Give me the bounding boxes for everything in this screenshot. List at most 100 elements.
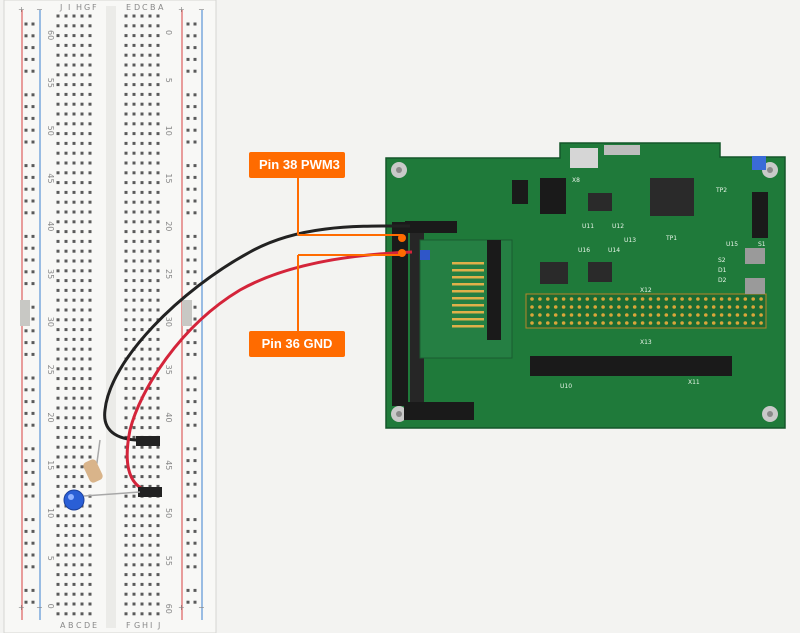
breadboard-hole [80, 475, 84, 479]
breadboard-hole [156, 475, 160, 479]
rail-hole [186, 541, 190, 545]
proto-dot [530, 321, 534, 325]
rail-hole [24, 470, 28, 474]
rail-hole [193, 423, 197, 427]
row-number: 5 [164, 78, 173, 83]
breadboard-hole [56, 92, 60, 96]
breadboard-hole [64, 181, 68, 185]
breadboard-hole [148, 553, 152, 557]
breadboard-hole [148, 533, 152, 537]
rail-hole [24, 57, 28, 61]
rail-hole [186, 341, 190, 345]
breadboard-hole [72, 328, 76, 332]
breadboard-hole [148, 249, 152, 253]
rail-hole [193, 411, 197, 415]
breadboard-hole [140, 239, 144, 243]
breadboard-hole [132, 377, 136, 381]
breadboard-hole [88, 63, 92, 67]
module-header [487, 240, 501, 340]
breadboard-hole [140, 612, 144, 616]
breadboard-hole [56, 494, 60, 498]
breadboard-hole [148, 367, 152, 371]
row-number: 20 [164, 221, 173, 231]
breadboard-hole [148, 484, 152, 488]
breadboard-hole [64, 288, 68, 292]
breadboard-hole [140, 582, 144, 586]
rail-hole [193, 140, 197, 144]
rail-hole [31, 529, 35, 533]
breadboard-hole [88, 92, 92, 96]
breadboard-hole [64, 514, 68, 518]
rail-hole [186, 105, 190, 109]
button-s1 [745, 278, 765, 294]
breadboard-hole [72, 210, 76, 214]
breadboard-hole [64, 406, 68, 410]
breadboard-hole [72, 14, 76, 18]
breadboard-hole [140, 367, 144, 371]
breadboard-hole [56, 14, 60, 18]
proto-dot [585, 313, 590, 317]
breadboard-hole [72, 406, 76, 410]
breadboard-hole [88, 426, 92, 430]
proto-dot [593, 321, 597, 325]
breadboard-hole [132, 543, 136, 547]
breadboard-hole [148, 524, 152, 528]
breadboard-hole [140, 592, 144, 596]
breadboard-hole [72, 190, 76, 194]
breadboard-hole [64, 151, 68, 155]
column-letter: D [134, 3, 140, 12]
proto-dot [688, 297, 692, 301]
pin38-pwm3-callout: Pin 38 PWM3 [249, 152, 345, 178]
rail-hole [186, 140, 190, 144]
breadboard-hole [132, 445, 136, 449]
breadboard-hole [132, 514, 136, 518]
breadboard-hole [140, 347, 144, 351]
breadboard-hole [72, 337, 76, 341]
proto-dot [704, 321, 708, 325]
breadboard-hole [148, 132, 152, 136]
rail-hole [193, 341, 197, 345]
proto-dot [719, 313, 724, 317]
breadboard-hole [56, 484, 60, 488]
breadboard-hole [88, 132, 92, 136]
wire-black [103, 224, 411, 442]
breadboard-hole [72, 181, 76, 185]
breadboard-hole [88, 34, 92, 38]
breadboard-hole [132, 210, 136, 214]
header-bottom-left [404, 402, 474, 420]
breadboard-hole [56, 396, 60, 400]
breadboard-hole [56, 181, 60, 185]
breadboard-hole [148, 396, 152, 400]
proto-dot [735, 305, 740, 309]
breadboard-hole [56, 465, 60, 469]
rail-hole [24, 553, 28, 557]
rail-hole [24, 246, 28, 250]
row-number: 30 [46, 317, 55, 327]
proto-dot [617, 313, 621, 317]
breadboard-hole [64, 259, 68, 263]
breadboard-hole [124, 14, 128, 18]
breadboard-hole [124, 259, 128, 263]
breadboard-hole [124, 377, 128, 381]
rail-hole [31, 600, 35, 604]
breadboard-hole [156, 573, 160, 577]
breadboard-hole [72, 455, 76, 459]
gold-pin [452, 311, 484, 314]
breadboard-hole [140, 63, 144, 67]
breadboard-hole [56, 122, 60, 126]
rail-hole [193, 494, 197, 498]
breadboard-hole [140, 318, 144, 322]
breadboard-hole [64, 524, 68, 528]
breadboard-hole [88, 239, 92, 243]
breadboard-hole [64, 435, 68, 439]
breadboard-hole [56, 249, 60, 253]
breadboard-hole [80, 14, 84, 18]
breadboard-hole [64, 592, 68, 596]
rail-hole [31, 164, 35, 168]
breadboard-hole [88, 612, 92, 616]
breadboard-hole [124, 426, 128, 430]
proto-dot [538, 305, 542, 309]
breadboard-hole [80, 151, 84, 155]
breadboard-hole [132, 465, 136, 469]
